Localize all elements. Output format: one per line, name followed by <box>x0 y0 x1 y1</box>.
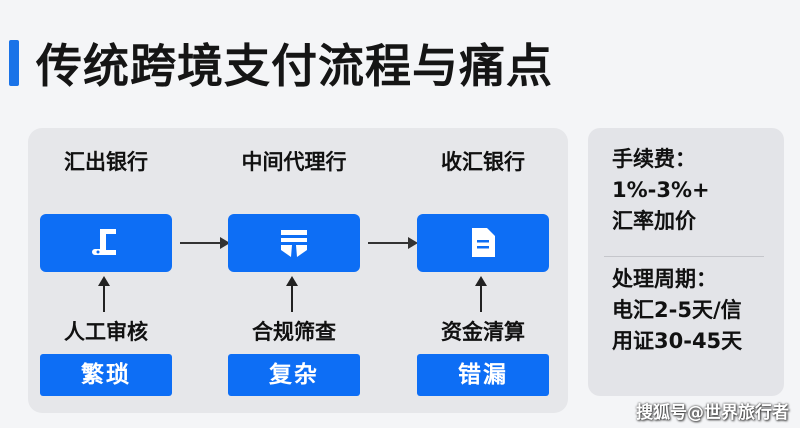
step-label: 收汇银行 <box>441 150 525 174</box>
bank-icon <box>281 230 307 257</box>
time-line-2: 用证30-45天 <box>612 329 743 353</box>
up-arrow <box>286 276 298 312</box>
divider <box>604 256 764 257</box>
step-box <box>417 214 549 272</box>
step-label: 中间代理行 <box>241 150 347 174</box>
check-label: 合规筛查 <box>252 320 336 344</box>
pain-tag: 繁琐 <box>40 354 172 396</box>
flow-step-receiving-bank: 收汇银行 资金清算 错漏 <box>417 128 549 413</box>
fee-value: 1%-3%+ <box>612 178 710 202</box>
up-arrow <box>98 276 110 312</box>
step-label: 汇出银行 <box>64 150 148 174</box>
flow-panel: 汇出银行 人工审核 繁琐 中间代理行 合规筛查 复杂 收汇银行 资金清算 错漏 <box>28 128 568 413</box>
check-label: 人工审核 <box>64 320 148 344</box>
page-title: 传统跨境支付流程与痛点 <box>36 39 553 93</box>
step-box <box>40 214 172 272</box>
flow-step-intermediary-bank: 中间代理行 合规筛查 复杂 <box>228 128 360 413</box>
fee-label: 手续费： <box>612 147 696 171</box>
time-line-1: 电汇2-5天/信 <box>612 298 742 322</box>
step-box <box>228 214 360 272</box>
right-arrow <box>180 237 230 249</box>
receipt-icon <box>92 229 116 255</box>
flow-step-remitting-bank: 汇出银行 人工审核 繁琐 <box>40 128 172 413</box>
pain-summary-panel: 手续费： 1%-3%+ 汇率加价 处理周期： 电汇2-5天/信 用证30-45天 <box>588 128 784 396</box>
title-accent-bar <box>9 40 19 86</box>
time-label: 处理周期： <box>612 267 717 291</box>
up-arrow <box>475 276 487 312</box>
pain-tag: 错漏 <box>417 354 549 396</box>
check-label: 资金清算 <box>441 320 525 344</box>
fee-extra: 汇率加价 <box>612 209 696 233</box>
right-arrow <box>368 237 418 249</box>
watermark: 搜狐号@世界旅行者 <box>636 403 789 423</box>
pain-tag: 复杂 <box>228 354 360 396</box>
document-icon <box>472 228 495 257</box>
